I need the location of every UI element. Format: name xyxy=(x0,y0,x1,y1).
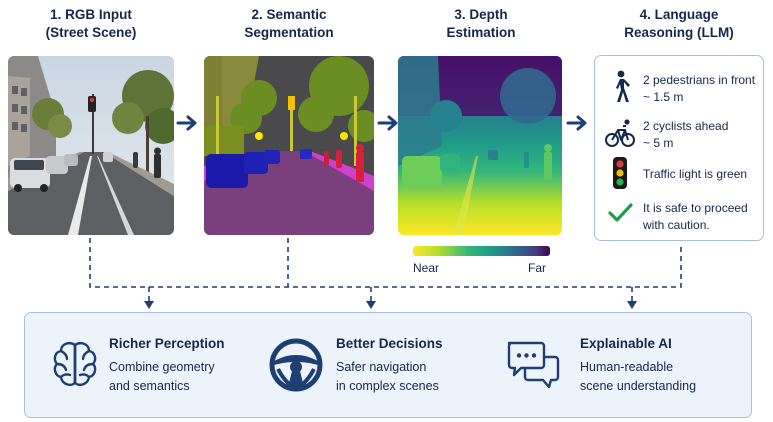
chat-bubbles-icon xyxy=(507,341,560,389)
arrow-right-icon xyxy=(176,115,197,131)
benefit-title: Better Decisions xyxy=(336,336,443,351)
rgb-street-scene-image xyxy=(8,56,174,235)
benefit-title: Richer Perception xyxy=(109,336,225,351)
llm-output-text: 2 pedestrians in front ~ 1.5 m xyxy=(643,73,756,104)
traffic-light-icon xyxy=(613,157,627,189)
llm-output-traffic-light: Traffic light is green xyxy=(595,156,765,196)
stage-title-llm: 4. Language Reasoning (LLM) xyxy=(624,7,734,40)
brain-icon xyxy=(53,342,97,386)
llm-output-text: 2 cyclists ahead ~ 5 m xyxy=(643,119,729,150)
llm-output-text: Traffic light is green xyxy=(643,167,748,181)
benefit-description: Human-readable scene understanding xyxy=(580,360,697,393)
semantic-segmentation-image xyxy=(204,56,374,235)
bicycle-icon xyxy=(605,119,635,147)
depth-legend-far: Far xyxy=(528,261,546,275)
benefits-box: Richer Perception Combine geometry and s… xyxy=(24,312,752,418)
benefit-description: Combine geometry and semantics xyxy=(109,360,215,393)
llm-output-safety: It is safe to proceed with caution. xyxy=(595,200,765,240)
llm-output-text: It is safe to proceed with caution. xyxy=(643,201,748,232)
benefit-title: Explainable AI xyxy=(580,336,672,351)
stage-title-rgb: 1. RGB Input (Street Scene) xyxy=(45,7,137,40)
pedestrian-icon xyxy=(616,70,630,102)
llm-output-cyclists: 2 cyclists ahead ~ 5 m xyxy=(595,116,765,156)
depth-colorbar xyxy=(413,246,550,256)
steering-wheel-icon xyxy=(269,338,323,392)
arrow-right-icon xyxy=(566,115,587,131)
checkmark-icon xyxy=(608,203,633,222)
llm-output-pedestrians: 2 pedestrians in front ~ 1.5 m xyxy=(595,70,765,110)
benefit-description: Safer navigation in complex scenes xyxy=(336,360,439,393)
arrow-right-icon xyxy=(377,115,398,131)
stage-title-depth: 3. Depth Estimation xyxy=(446,7,516,40)
depth-estimation-image xyxy=(398,56,562,235)
depth-legend-near: Near xyxy=(413,261,440,275)
llm-reasoning-box: 2 pedestrians in front ~ 1.5 m 2 cyclist… xyxy=(594,55,764,241)
stage-title-segmentation: 2. Semantic Segmentation xyxy=(244,7,334,40)
